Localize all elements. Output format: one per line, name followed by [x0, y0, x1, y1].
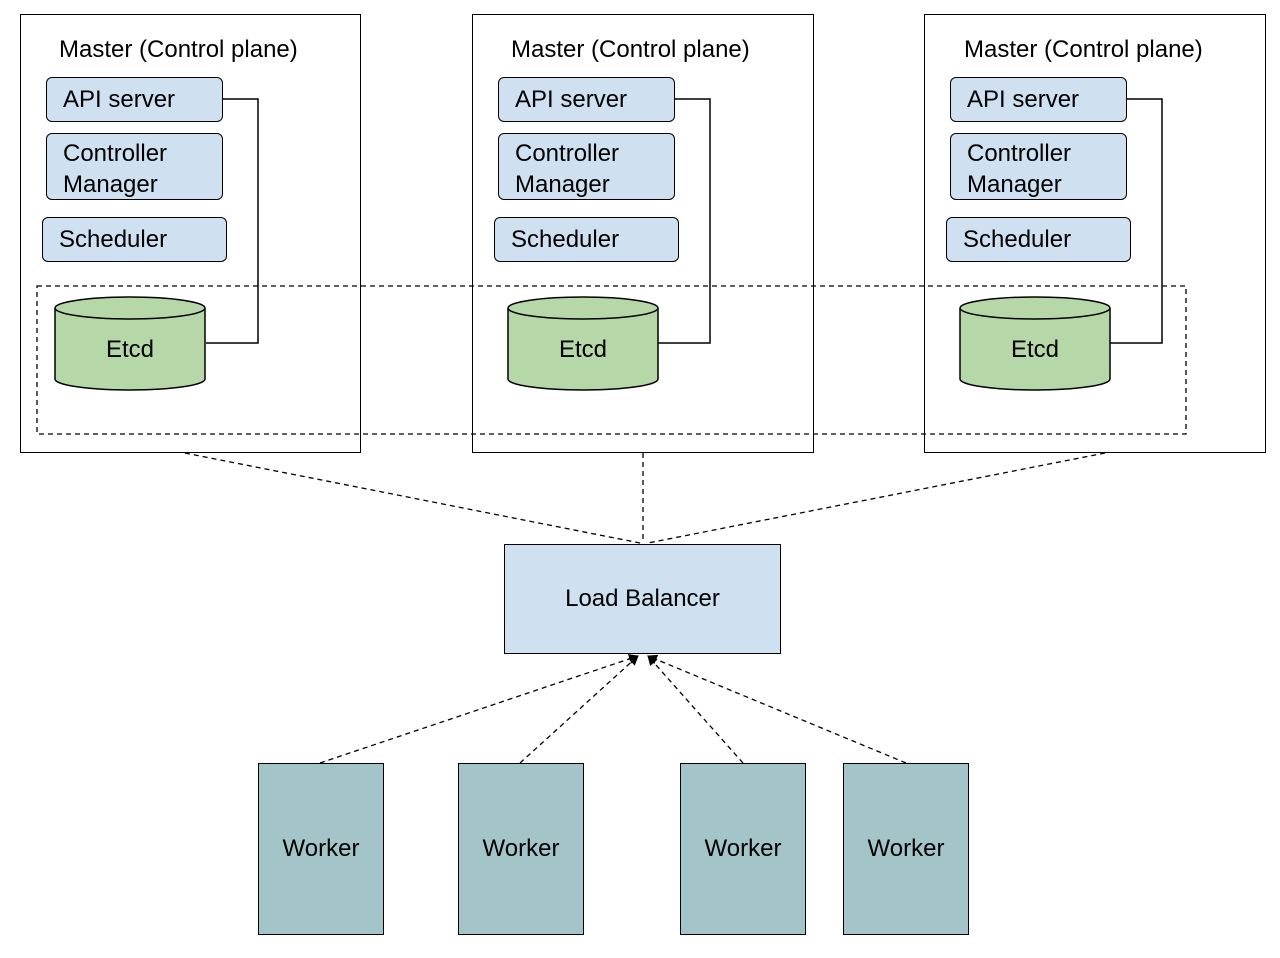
load-balancer-label: Load Balancer [565, 585, 720, 612]
controller-manager: Controller Manager [46, 133, 223, 200]
scheduler: Scheduler [494, 217, 679, 262]
api-server: API server [498, 77, 675, 122]
scheduler: Scheduler [946, 217, 1131, 262]
etcd-label: Etcd [105, 336, 155, 363]
worker-node: Worker [458, 763, 584, 935]
controller-manager-label-line-1: Controller [967, 140, 1072, 167]
worker-label: Worker [482, 835, 560, 862]
controller-manager-label-line-2: Manager [63, 171, 158, 198]
master-lb-link [184, 452, 641, 544]
controller-manager-label-line-2: Manager [515, 171, 610, 198]
controller-manager-label-line-1: Controller [515, 140, 620, 167]
controller-manager: Controller Manager [498, 133, 675, 200]
etcd-label: Etcd [1010, 336, 1060, 363]
worker-lb-arrow [519, 655, 639, 764]
api-server-label: API server [63, 86, 176, 113]
api-server-label: API server [967, 86, 1080, 113]
controller-manager: Controller Manager [950, 133, 1127, 200]
load-balancer: Load Balancer [504, 544, 781, 654]
api-server: API server [950, 77, 1127, 122]
worker-label: Worker [704, 835, 782, 862]
master-lb-link [647, 452, 1106, 544]
scheduler-label: Scheduler [59, 226, 168, 253]
scheduler: Scheduler [42, 217, 227, 262]
controller-manager-label-line-2: Manager [967, 171, 1062, 198]
master-title: Master (Control plane) [511, 36, 750, 63]
worker-node: Worker [843, 763, 969, 935]
master-title: Master (Control plane) [964, 36, 1203, 63]
worker-label: Worker [282, 835, 360, 862]
api-server-label: API server [515, 86, 628, 113]
worker-node: Worker [680, 763, 806, 935]
etcd-label: Etcd [558, 336, 608, 363]
scheduler-label: Scheduler [963, 226, 1072, 253]
worker-lb-arrow [647, 654, 907, 764]
worker-lb-arrow [319, 654, 639, 764]
master-title: Master (Control plane) [59, 36, 298, 63]
api-server: API server [46, 77, 223, 122]
worker-lb-arrow [647, 655, 744, 764]
worker-node: Worker [258, 763, 384, 935]
controller-manager-label-line-1: Controller [63, 140, 168, 167]
worker-label: Worker [867, 835, 945, 862]
scheduler-label: Scheduler [511, 226, 620, 253]
